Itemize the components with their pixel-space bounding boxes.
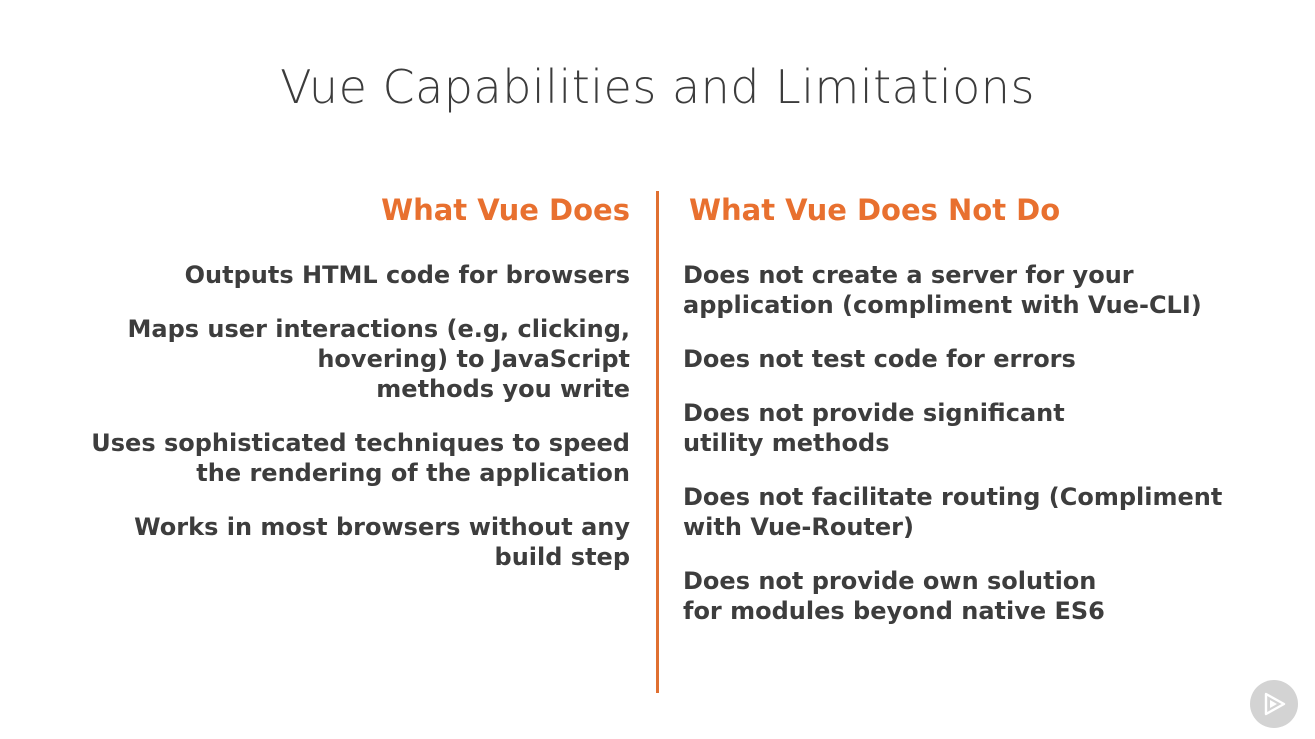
list-item: Maps user interactions (e.g, clicking, h… — [127, 315, 630, 403]
list-item: Does not create a server for your applic… — [683, 261, 1202, 319]
slide-title: Vue Capabilities and Limitations — [280, 60, 1035, 114]
list-item: Does not test code for errors — [683, 345, 1076, 373]
play-logo-icon — [1250, 680, 1298, 728]
what-vue-does-not-do-heading: What Vue Does Not Do — [689, 193, 1061, 227]
list-item: Does not provide own solution for module… — [683, 567, 1105, 625]
what-vue-does-not-do-column: What Vue Does Not Do Does not create a s… — [683, 190, 1273, 650]
column-divider — [656, 191, 659, 693]
what-vue-does-heading: What Vue Does — [381, 193, 630, 227]
list-item: Outputs HTML code for browsers — [184, 261, 630, 289]
what-vue-does-column: What Vue Does Outputs HTML code for brow… — [50, 190, 630, 596]
list-item: Does not facilitate routing (Compliment … — [683, 483, 1223, 541]
what-vue-does-not-do-list: Does not create a server for your applic… — [683, 260, 1273, 626]
play-triangle-icon — [1264, 692, 1286, 716]
list-item: Works in most browsers without any build… — [134, 513, 630, 571]
list-item: Does not provide significant utility met… — [683, 399, 1065, 457]
what-vue-does-list: Outputs HTML code for browsers Maps user… — [50, 260, 630, 572]
list-item: Uses sophisticated techniques to speed t… — [91, 429, 630, 487]
